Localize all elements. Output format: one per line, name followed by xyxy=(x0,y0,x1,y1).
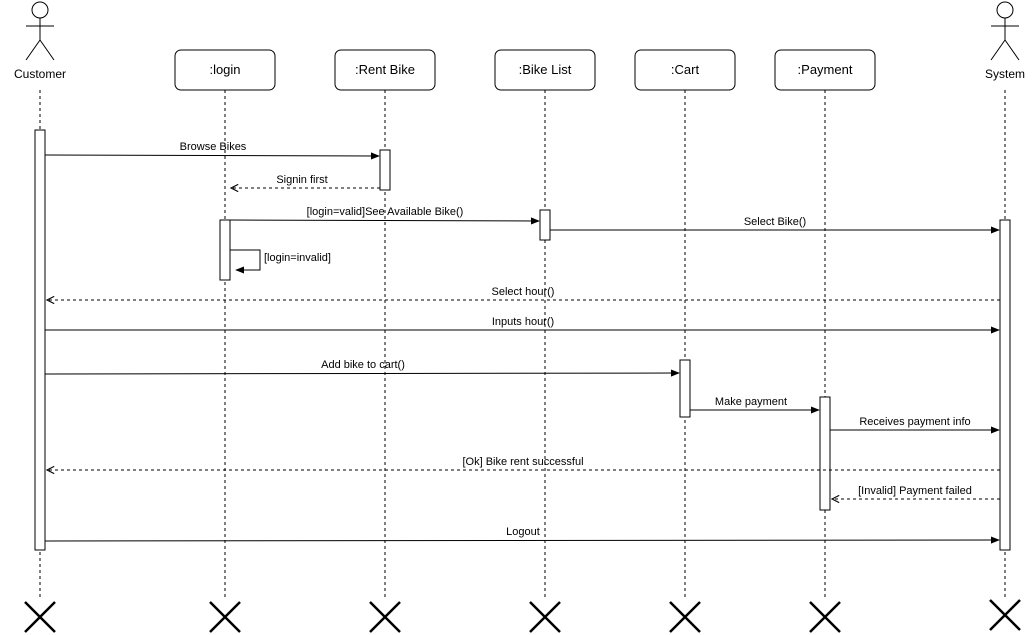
object-head-login: :login xyxy=(174,49,276,91)
object-head-cart: :Cart xyxy=(634,49,736,91)
object-head-payment: :Payment xyxy=(774,49,876,91)
message-label: Add bike to cart() xyxy=(321,359,405,371)
message-label: [login=invalid] xyxy=(264,252,331,264)
actor-label-system: System xyxy=(985,67,1025,81)
message-label: Inputs hour() xyxy=(492,316,554,328)
message-label: Receives payment info xyxy=(859,416,970,428)
activation-customer xyxy=(34,129,46,551)
message-label: Select hour() xyxy=(492,286,555,298)
message-label: Make payment xyxy=(715,396,787,408)
message-label: Logout xyxy=(506,526,540,538)
object-head-bikelist: :Bike List xyxy=(494,49,596,91)
message-label: [Invalid] Payment failed xyxy=(858,485,972,497)
destroy-marker-bikelist xyxy=(529,601,561,633)
message-browse-bikes xyxy=(44,152,380,160)
message-label: [Ok] Bike rent successful xyxy=(462,456,583,468)
actor-system xyxy=(990,1,1020,61)
activation-rentbike xyxy=(379,149,391,191)
message-login-invalid xyxy=(230,249,261,274)
destroy-marker-system xyxy=(989,599,1021,631)
message-label: Signin first xyxy=(276,174,327,186)
destroy-marker-customer xyxy=(24,601,56,633)
message-label: Select Bike() xyxy=(744,216,806,228)
destroy-marker-login xyxy=(209,601,241,633)
activation-payment xyxy=(819,396,831,511)
actor-head xyxy=(31,1,49,19)
object-label-payment: :Payment xyxy=(798,62,853,77)
message-label: Browse Bikes xyxy=(180,141,247,153)
destruction-markers xyxy=(24,599,1021,633)
destroy-marker-rentbike xyxy=(369,601,401,633)
actor-leg-right xyxy=(1004,39,1020,61)
object-label-bikelist: :Bike List xyxy=(519,62,572,77)
activation-login xyxy=(219,219,231,281)
actor-leg-left xyxy=(990,39,1006,61)
destroy-marker-cart xyxy=(669,601,701,633)
object-label-login: :login xyxy=(209,62,240,77)
message-logout xyxy=(44,536,1000,544)
messages xyxy=(44,152,1000,544)
activation-cart xyxy=(679,359,691,418)
actor-label-customer: Customer xyxy=(14,67,66,81)
object-label-cart: :Cart xyxy=(671,62,700,77)
activation-system xyxy=(999,219,1011,551)
actor-head xyxy=(996,1,1014,19)
lifelines xyxy=(39,90,1006,600)
message-see-available-bike xyxy=(229,217,540,225)
object-label-rentbike: :Rent Bike xyxy=(355,62,415,77)
object-head-rentbike: :Rent Bike xyxy=(334,49,436,91)
destroy-marker-payment xyxy=(809,601,841,633)
actor-leg-left xyxy=(25,39,41,61)
message-label: [login=valid]See Available Bike() xyxy=(307,206,464,218)
activation-bikelist xyxy=(539,209,551,241)
activations xyxy=(34,129,1011,551)
actor-customer xyxy=(25,1,55,61)
message-add-bike-to-cart xyxy=(44,369,680,377)
actor-leg-right xyxy=(39,39,55,61)
